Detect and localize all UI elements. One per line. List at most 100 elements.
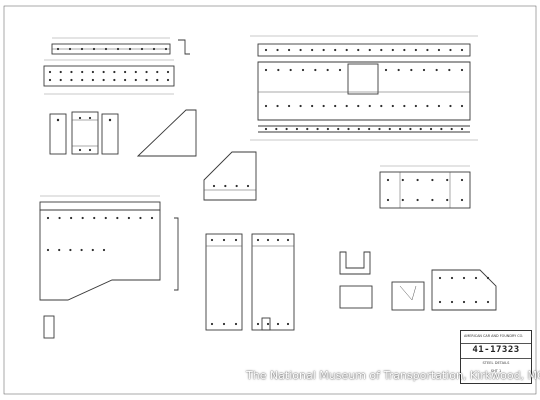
rivet-hole xyxy=(91,78,95,82)
rivet-hole xyxy=(78,148,82,152)
rivet-hole xyxy=(386,178,390,182)
rivet-hole xyxy=(234,322,238,326)
museum-watermark: The National Museum of Transportation, K… xyxy=(246,369,540,382)
rivet-hole xyxy=(450,127,453,131)
rivet-hole xyxy=(256,322,260,326)
rivet-hole xyxy=(246,184,250,188)
rivet-hole xyxy=(386,198,390,202)
rivet-hole xyxy=(431,178,434,182)
rivet-hole xyxy=(289,68,292,72)
rivet-hole xyxy=(264,48,268,52)
plate-strip-top xyxy=(43,59,175,95)
rivet-hole xyxy=(299,48,302,52)
rivet-hole xyxy=(460,198,464,202)
rivet-hole xyxy=(80,47,84,51)
end-gusset-plate xyxy=(431,269,497,311)
rivet-hole xyxy=(409,127,412,131)
rivet-hole xyxy=(123,70,127,74)
rivet-hole xyxy=(347,127,350,131)
rivet-hole xyxy=(334,104,337,108)
rivet-hole xyxy=(401,178,404,182)
rivet-hole xyxy=(416,178,419,182)
rivet-hole xyxy=(337,127,340,131)
rivet-hole xyxy=(486,300,490,304)
rivet-hole xyxy=(311,104,314,108)
rivet-hole xyxy=(345,104,348,108)
long-channel-member xyxy=(250,35,478,141)
rivet-hole xyxy=(287,104,291,108)
rivet-hole xyxy=(104,47,108,51)
drawing-number: 41-17323 xyxy=(472,345,520,355)
rivet-hole xyxy=(81,216,84,220)
rivet-hole xyxy=(139,216,142,220)
rivet-hole xyxy=(449,104,452,108)
rivet-hole xyxy=(384,68,388,72)
rivet-hole xyxy=(128,47,132,51)
rivet-hole xyxy=(378,127,381,131)
rivet-hole xyxy=(113,78,116,82)
rivet-hole xyxy=(299,104,302,108)
rivet-hole xyxy=(264,127,268,131)
rivet-hole xyxy=(368,48,371,52)
rivet-hole xyxy=(450,276,454,280)
rivet-hole xyxy=(314,68,317,72)
rivet-hole xyxy=(234,238,238,242)
rivet-hole xyxy=(140,47,144,51)
rivet-hole xyxy=(166,78,170,82)
angle-strip-top xyxy=(51,37,190,55)
title-block-sheet: SHT 1 xyxy=(490,369,502,373)
rivet-hole xyxy=(256,238,260,242)
rivet-hole xyxy=(446,198,449,202)
rivet-hole xyxy=(266,238,270,242)
rivet-hole xyxy=(345,48,348,52)
rivet-hole xyxy=(440,127,443,131)
rivet-hole xyxy=(419,127,422,131)
rivet-hole xyxy=(152,47,156,51)
rivet-hole xyxy=(70,216,73,220)
rivet-hole xyxy=(276,322,280,326)
rivet-hole xyxy=(102,78,105,82)
rivet-hole xyxy=(460,48,464,52)
rivet-hole xyxy=(91,248,94,252)
rivet-hole xyxy=(474,276,478,280)
title-block-divider xyxy=(461,358,531,359)
rivet-hole xyxy=(286,322,290,326)
rivet-hole xyxy=(322,104,325,108)
rivet-hole xyxy=(116,47,120,51)
rivet-hole xyxy=(277,68,280,72)
rivet-hole xyxy=(222,238,226,242)
rivet-hole xyxy=(403,104,406,108)
striker-bracket xyxy=(339,251,425,311)
rivet-hole xyxy=(80,248,83,252)
rivet-hole-pattern xyxy=(46,47,490,326)
rivet-hole xyxy=(437,104,441,108)
rivet-hole xyxy=(88,148,92,152)
rivet-hole xyxy=(426,104,429,108)
rivet-hole xyxy=(446,178,449,182)
rivet-hole xyxy=(388,127,391,131)
draft-gear-carrier xyxy=(379,165,471,209)
rivet-hole xyxy=(70,78,73,82)
rivet-hole xyxy=(416,198,419,202)
rivet-hole xyxy=(486,276,490,280)
rivet-hole xyxy=(212,184,216,188)
rivet-hole xyxy=(306,127,309,131)
rivet-hole xyxy=(68,47,72,51)
rivet-hole xyxy=(316,127,319,131)
rivet-hole xyxy=(357,127,360,131)
rivet-hole xyxy=(391,48,394,52)
rivet-hole xyxy=(450,300,454,304)
rivet-hole xyxy=(414,104,417,108)
rivet-hole xyxy=(275,127,278,131)
rivet-hole xyxy=(448,68,451,72)
rivet-hole xyxy=(48,78,52,82)
rivet-hole xyxy=(102,70,105,74)
rivet-hole xyxy=(134,78,137,82)
rivet-hole xyxy=(322,48,325,52)
rivet-hole xyxy=(426,48,429,52)
rivet-hole xyxy=(438,300,442,304)
rivet-hole xyxy=(88,116,92,120)
rivet-hole xyxy=(91,70,95,74)
rivet-hole xyxy=(48,70,52,74)
rivet-hole xyxy=(301,68,305,72)
